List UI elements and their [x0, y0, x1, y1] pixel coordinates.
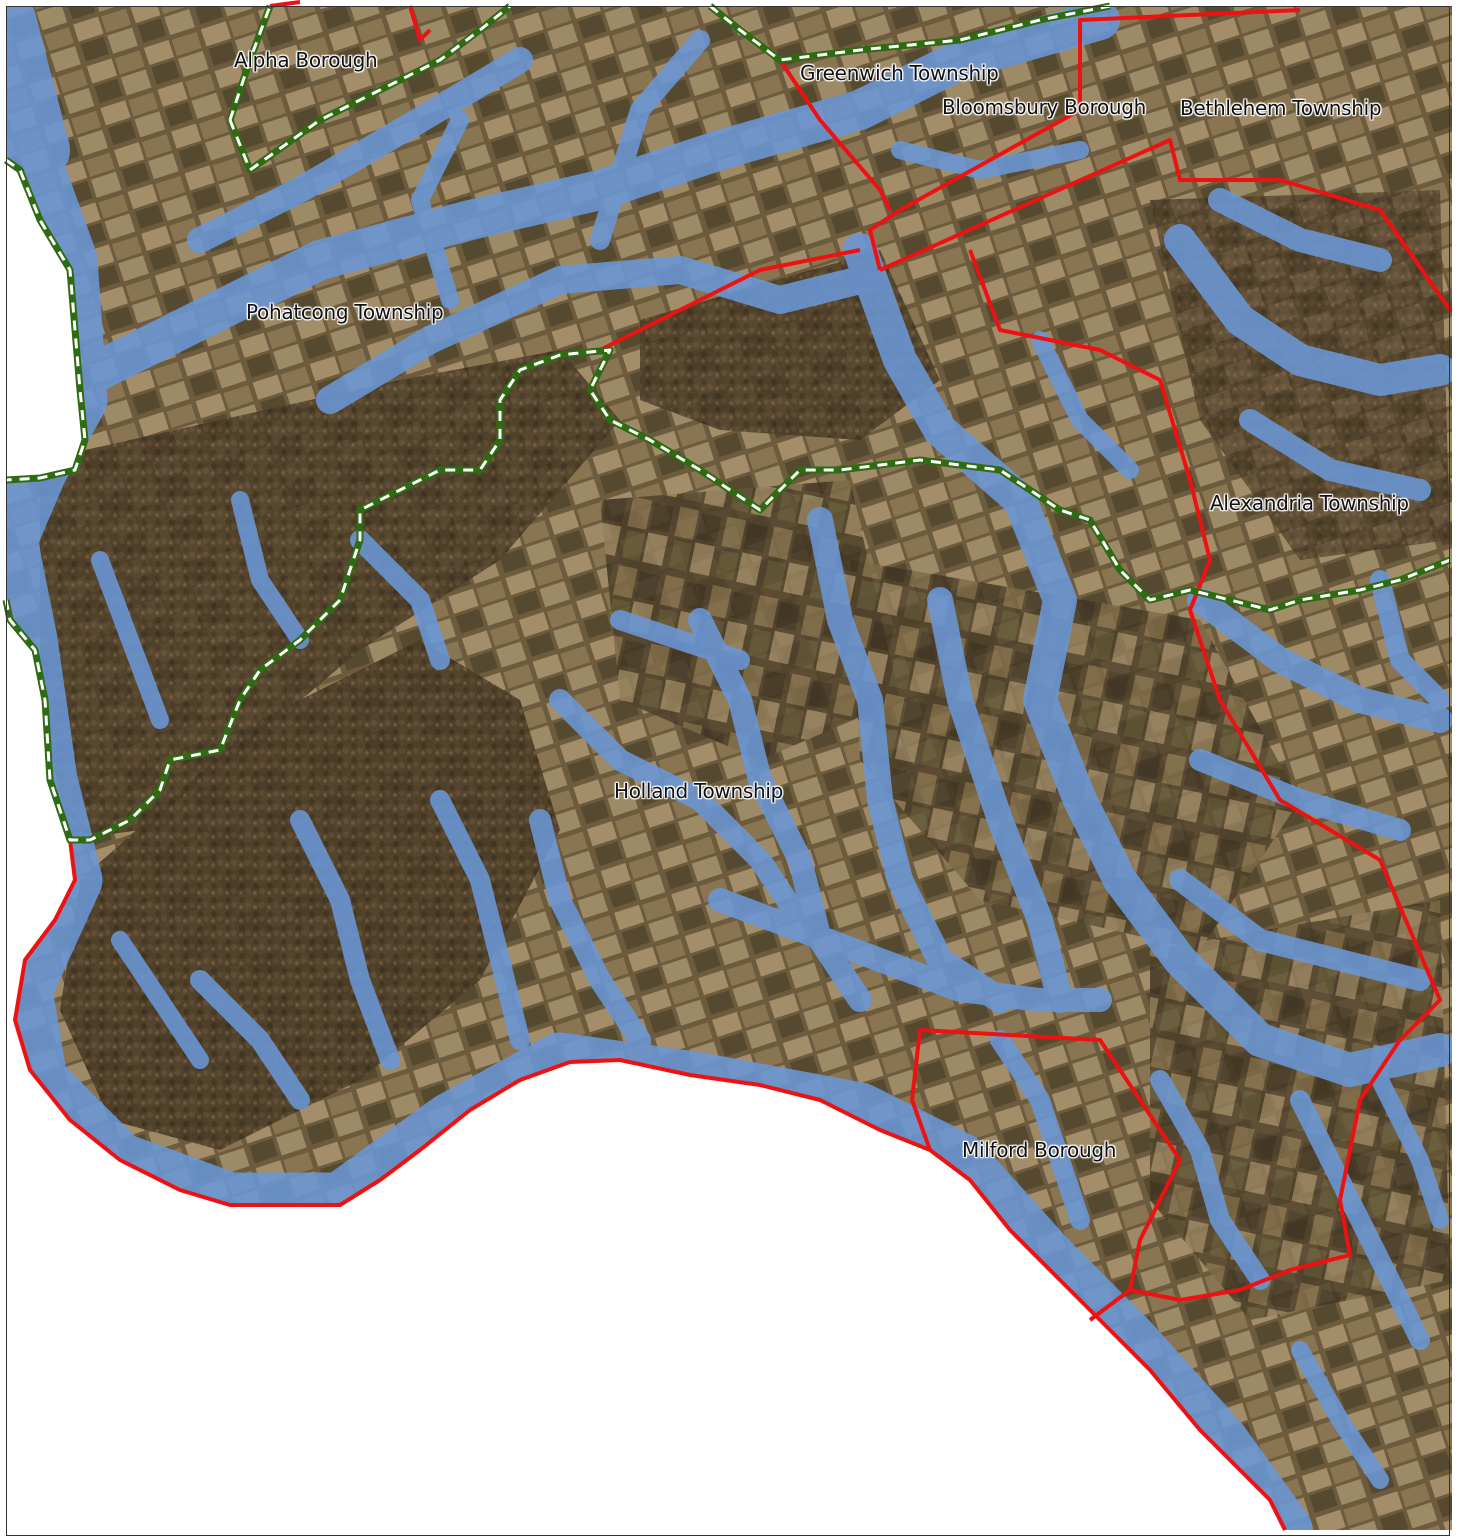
label-alpha-borough: Alpha Borough [234, 48, 378, 72]
flood-hazard-layer [6, 6, 1452, 1530]
label-holland-township: Holland Township [614, 779, 784, 803]
label-milford-borough: Milford Borough [962, 1138, 1117, 1162]
label-bethlehem-township: Bethlehem Township [1180, 96, 1382, 120]
county-boundary-layer [2, 2, 1452, 844]
label-pohatcong-township: Pohatcong Township [246, 300, 444, 324]
label-bloomsbury-borough: Bloomsbury Borough [942, 95, 1147, 119]
label-greenwich-township: Greenwich Township [800, 61, 999, 85]
municipal-boundary-layer [13, 0, 1452, 1531]
label-alexandria-township: Alexandria Township [1210, 491, 1409, 515]
